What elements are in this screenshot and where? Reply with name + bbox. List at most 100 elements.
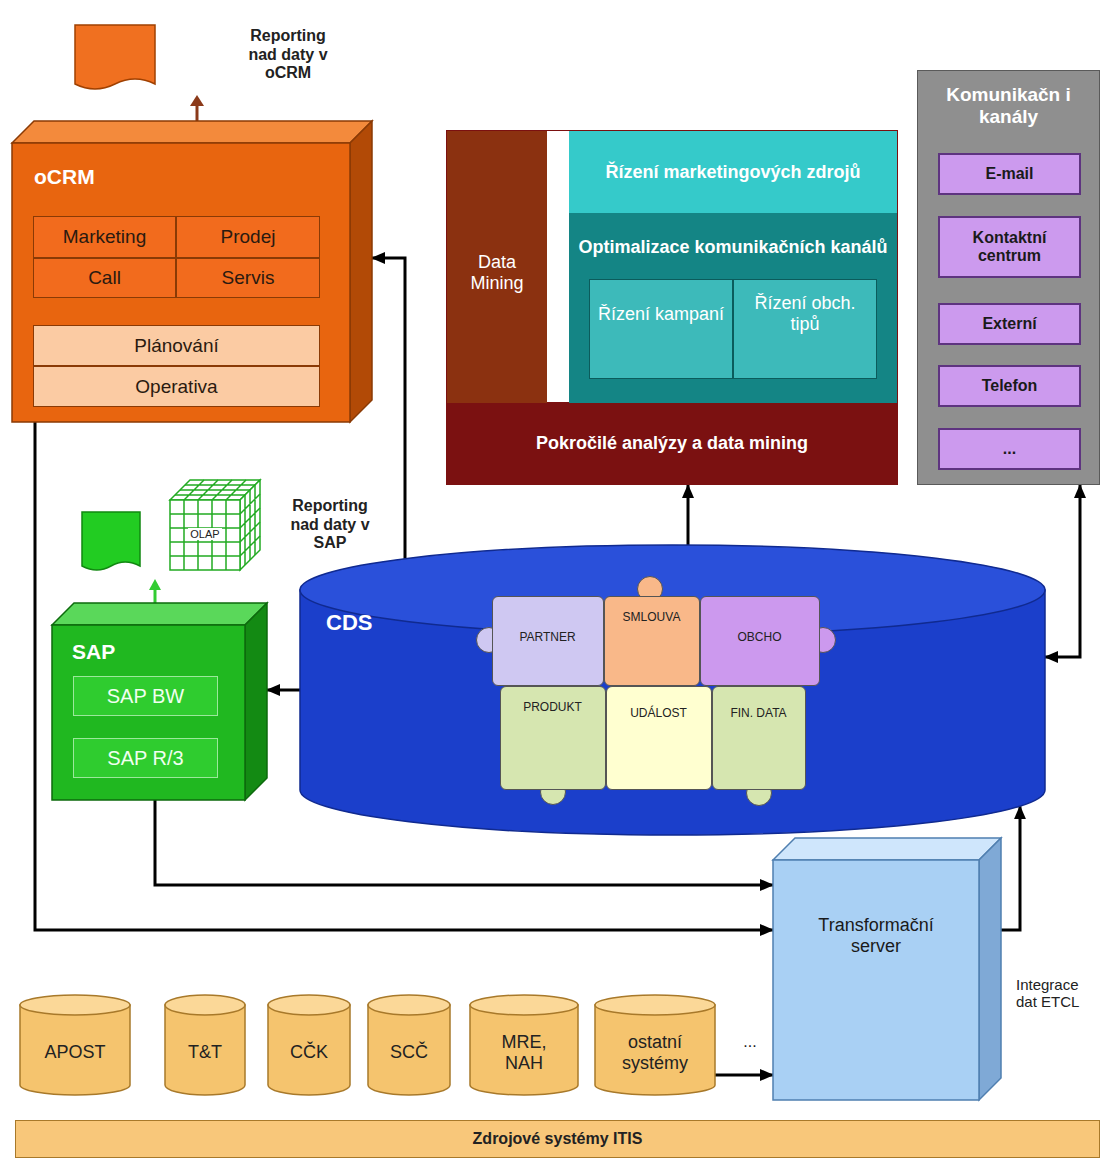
text-holder: SAP: [68, 635, 168, 669]
connector-arrow: [687, 485, 690, 545]
text-holder: Zdrojové systémy ITIS: [16, 1121, 1099, 1157]
node-text: Data Mining: [451, 252, 543, 293]
text-holder: Prodej: [177, 217, 319, 257]
connector-arrow: [372, 258, 405, 559]
text-holder: oCRM: [30, 159, 150, 195]
node-text: Řízení marketingových zdrojů: [605, 162, 860, 183]
connector-arrow: [715, 1074, 773, 1077]
node-text: ostatní systémy: [607, 1032, 703, 1073]
text-holder: Reporting nad daty v oCRM: [236, 8, 340, 102]
node-text: ...: [1003, 440, 1016, 458]
annotation: Reporting nad daty v oCRM: [240, 27, 336, 82]
node-text: FIN. DATA: [730, 707, 786, 721]
database-cylinder: CDS PARTNERSMLOUVA OBCHO PRODUKT UDÁLOST FIN.…: [300, 545, 1045, 835]
node-text: CČK: [290, 1042, 328, 1063]
connector-arrow: [1001, 806, 1020, 930]
node-text: Optimalizace komunikačních kanálů: [578, 237, 887, 258]
box-top-face: [773, 838, 1001, 860]
cylinder-top: [165, 995, 245, 1015]
node-text: Operativa: [135, 376, 217, 398]
source-system-cylinder: T&T: [165, 995, 245, 1095]
process-group: Optimalizace komunikačních kanálůŘízení …: [569, 213, 897, 403]
cylinder-body: [165, 1005, 245, 1095]
puzzle-piece: PRODUKT: [500, 686, 606, 790]
puzzle-piece: UDÁLOST: [606, 686, 712, 790]
text-holder: Komunikačn i kanály: [918, 75, 1099, 137]
text-holder: MRE, NAH: [490, 1015, 558, 1090]
cylinder-body: [300, 590, 1045, 835]
node-text: Transformační server: [807, 915, 945, 956]
node-text: Kontaktní centrum: [944, 229, 1075, 266]
report-arrow-head: [149, 579, 161, 590]
text-holder: SMLOUVA: [605, 603, 698, 633]
system-box: oCRM Marketing ProdejCall ServisPlánováníOp…: [12, 121, 372, 422]
channel-panel: Komunikačn i kanályE-mailKontaktní centr…: [917, 70, 1100, 485]
node-text: APOST: [44, 1042, 105, 1063]
text-holder: SAP BW: [74, 677, 217, 715]
text-holder: CČK: [268, 1015, 350, 1090]
olap-cube: [170, 480, 260, 570]
server-box: Transformační server: [773, 838, 1001, 1100]
node-text: Řízení kampaní: [598, 304, 724, 325]
module-cell: SAP BW: [73, 676, 218, 716]
module-row: Operativa: [33, 366, 320, 407]
source-band: Zdrojové systémy ITIS: [15, 1120, 1100, 1158]
node-text: UDÁLOST: [630, 707, 687, 721]
report-document-icon: [75, 25, 155, 89]
channel-box: E-mail: [938, 153, 1081, 195]
text-holder: OBCHO: [701, 623, 818, 653]
node-text: Plánování: [134, 335, 219, 357]
node-text: SCČ: [390, 1042, 428, 1063]
cube-front: [170, 500, 240, 570]
text-holder: SCČ: [368, 1015, 450, 1090]
text-holder: Operativa: [34, 367, 319, 406]
text-holder: Marketing: [34, 217, 175, 257]
text-holder: Řízení kampaní: [590, 284, 732, 344]
box-top-face: [12, 121, 372, 143]
report-arrow: [196, 104, 199, 121]
text-holder: OLAP: [180, 524, 230, 544]
text-holder: FIN. DATA: [713, 699, 804, 729]
node-text: SAP BW: [107, 685, 184, 708]
text-holder: Řízení marketingových zdrojů: [599, 131, 867, 213]
text-holder: PARTNER: [493, 623, 602, 653]
module-cell: Servis: [176, 258, 320, 298]
puzzle-piece: PARTNER: [492, 596, 604, 686]
module-cell: Call: [33, 258, 176, 298]
text-holder: ...: [940, 430, 1079, 468]
puzzle-piece: FIN. DATA: [712, 686, 806, 790]
text-holder: APOST: [20, 1015, 130, 1090]
text-holder: Kontaktní centrum: [940, 218, 1079, 276]
cylinder-body: [20, 1005, 130, 1095]
text-holder: Telefon: [940, 367, 1079, 405]
text-holder: Pokročilé analýzy a data mining: [447, 402, 897, 485]
text-holder: CDS: [322, 605, 422, 641]
source-system-cylinder: MRE, NAH: [470, 995, 578, 1095]
node-text: MRE, NAH: [494, 1032, 554, 1073]
box-side-face: [245, 603, 267, 800]
text-holder: Transformační server: [803, 896, 949, 976]
node-text: E-mail: [985, 165, 1033, 183]
node-text: Marketing: [63, 226, 146, 248]
annotation: Reporting nad daty v SAP: [278, 497, 382, 552]
text-holder: E-mail: [940, 155, 1079, 193]
system-box: SAPSAP BWSAP R/3: [52, 603, 267, 800]
cylinder-top: [300, 545, 1045, 635]
channel-box: Telefon: [938, 365, 1081, 407]
cylinder-body: [368, 1005, 450, 1095]
node-text: Komunikačn i kanály: [922, 84, 1095, 128]
ellipsis-label: ...: [743, 1033, 756, 1051]
source-system-cylinder: ostatní systémy: [595, 995, 715, 1095]
node-text: OBCHO: [737, 631, 781, 645]
node-text: CDS: [326, 610, 372, 635]
annotation: Integrace dat ETCL: [1016, 976, 1096, 1011]
source-system-cylinder: CČK: [268, 995, 350, 1095]
node-text: Telefon: [982, 377, 1038, 395]
module-cell: Marketing: [33, 216, 176, 258]
node-text: Servis: [222, 267, 275, 289]
process-box: Řízení marketingových zdrojů: [569, 131, 897, 213]
report-document-icon: [82, 512, 140, 570]
text-holder: Integrace dat ETCL: [1012, 958, 1100, 1028]
cylinder-body: [268, 1005, 350, 1095]
